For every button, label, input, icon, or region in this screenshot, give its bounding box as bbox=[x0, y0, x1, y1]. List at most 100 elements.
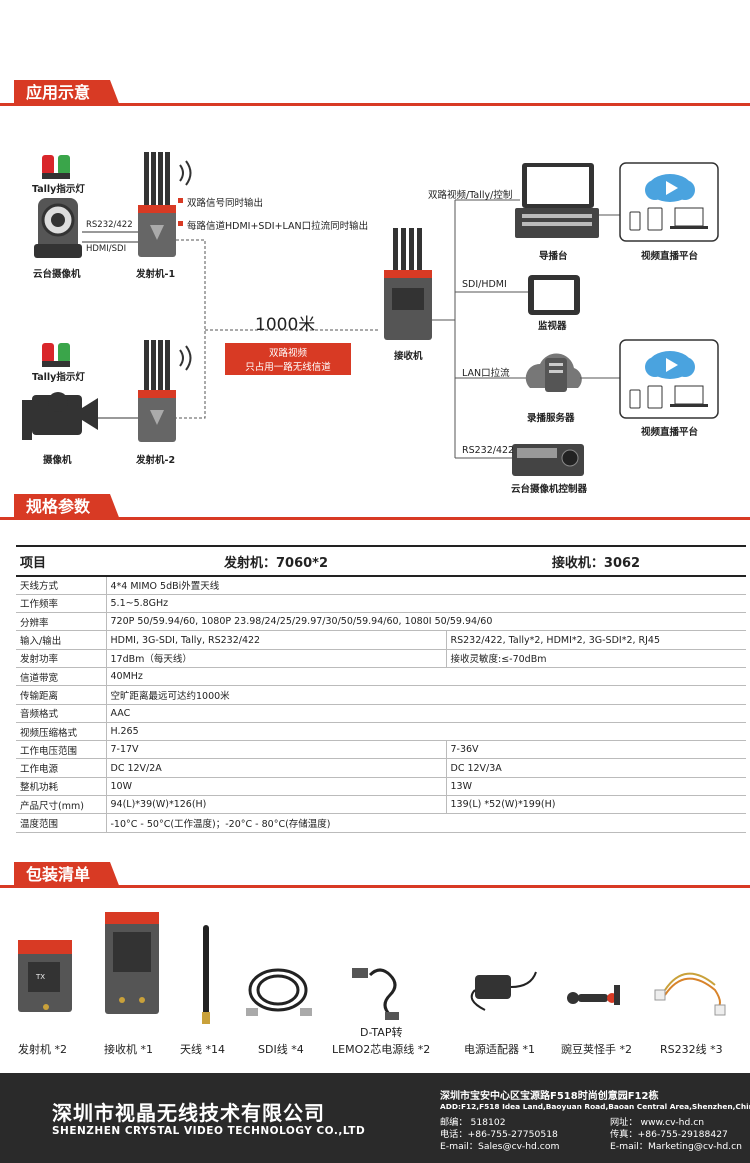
output-label-3: LAN口拉流 bbox=[462, 368, 510, 379]
monitor-label: 监视器 bbox=[538, 321, 567, 332]
spec-key: 分辨率 bbox=[16, 612, 107, 632]
spec-value-shared: 40MHz bbox=[106, 667, 746, 687]
rs232-cable-icon bbox=[654, 972, 726, 1016]
spec-key: 温度范围 bbox=[16, 813, 107, 833]
switcher-label: 导播台 bbox=[539, 251, 568, 262]
section-title: 规格参数 bbox=[14, 494, 121, 520]
spec-value-shared: H.265 bbox=[106, 722, 746, 742]
package-item-dtap-line1: D-TAP转 bbox=[360, 1026, 403, 1039]
spec-value-rx: DC 12V/3A bbox=[446, 758, 746, 778]
transmitter-product-icon bbox=[18, 940, 72, 1012]
monitor-icon bbox=[528, 275, 580, 315]
phone: 电话：+86-755-27750518 bbox=[440, 1129, 558, 1140]
fax: 传真：+86-755-29188427 bbox=[610, 1129, 728, 1140]
tally-light-icon bbox=[42, 343, 70, 367]
spec-value-rx: RS232/422, Tally*2, HDMI*2, 3G-SDI*2, RJ… bbox=[446, 630, 746, 650]
spec-key: 产品尺寸(mm) bbox=[16, 795, 107, 815]
ptz-camera-icon bbox=[34, 198, 82, 258]
hdmi-sdi-cable-label: HDMI/SDI bbox=[86, 244, 127, 254]
spec-header-item: 项目 bbox=[16, 545, 106, 577]
footer: 深圳市视晶无线技术有限公司 SHENZHEN CRYSTAL VIDEO TEC… bbox=[0, 1073, 750, 1163]
spec-value-tx: 17dBm（每天线） bbox=[106, 649, 447, 668]
magic-arm-icon bbox=[567, 985, 620, 1005]
spec-key: 天线方式 bbox=[16, 576, 107, 595]
transmitter-1-icon bbox=[138, 152, 192, 257]
ptz-controller-label: 云台摄像机控制器 bbox=[511, 484, 588, 495]
spec-value-shared: 5.1~5.8GHz bbox=[106, 594, 746, 614]
tx1-label: 发射机-1 bbox=[136, 269, 176, 280]
spec-value-shared: 空旷距离最远可达约1000米 bbox=[106, 685, 746, 705]
section-header-package: 包装清单 bbox=[0, 862, 750, 888]
spec-value-tx: 10W bbox=[106, 777, 447, 797]
package-item-transmitter: 发射机 *2 bbox=[18, 1043, 67, 1056]
spec-value-tx: DC 12V/2A bbox=[106, 758, 447, 778]
feature-bullet-1: 双路信号同时输出 bbox=[187, 198, 264, 209]
package-item-receiver: 接收机 *1 bbox=[104, 1043, 153, 1056]
section-title: 应用示意 bbox=[14, 80, 121, 106]
ptz-controller-icon bbox=[512, 444, 584, 476]
spec-value-rx: 7-36V bbox=[446, 740, 746, 760]
spec-value-rx: 接收灵敏度:≤-70dBm bbox=[446, 649, 746, 668]
spec-value-shared: 4*4 MIMO 5dBi外置天线 bbox=[106, 576, 746, 595]
live-platform-icon bbox=[619, 162, 719, 242]
spec-key: 工作频率 bbox=[16, 594, 107, 614]
rs232-cable-label: RS232/422 bbox=[86, 220, 133, 230]
spec-key: 工作电源 bbox=[16, 758, 107, 778]
banner-line-1: 双路视频 bbox=[268, 348, 307, 359]
power-adapter-icon bbox=[470, 971, 537, 1011]
transmitter-2-icon bbox=[138, 340, 192, 442]
receiver-icon bbox=[384, 228, 432, 340]
package-items-illustration bbox=[18, 912, 726, 1024]
spec-value-tx: 7-17V bbox=[106, 740, 447, 760]
distance-label: 1000米 bbox=[255, 315, 316, 335]
spec-value-shared: -10°C - 50°C(工作温度)；-20°C - 80°C(存储温度) bbox=[106, 813, 746, 833]
tx-mark: TX bbox=[36, 973, 46, 981]
address-en: ADD:F12,F518 Idea Land,Baoyuan Road,Baoa… bbox=[440, 1102, 750, 1111]
live-platform-label-1: 视频直播平台 bbox=[641, 251, 699, 262]
camera-label: 摄像机 bbox=[43, 455, 72, 466]
spec-key: 整机功耗 bbox=[16, 777, 107, 797]
ptz-camera-label: 云台摄像机 bbox=[33, 269, 81, 280]
email-sales-link[interactable]: E-mail：Sales@cv-hd.com bbox=[440, 1141, 560, 1152]
address-cn: 深圳市宝安中心区宝源路F518时尚创意园F12栋 bbox=[440, 1091, 659, 1102]
spec-header-rx: 接收机：3062 bbox=[446, 545, 746, 577]
package-item-dtap-line2: LEMO2芯电源线 *2 bbox=[332, 1043, 431, 1056]
company-name-cn: 深圳市视晶无线技术有限公司 bbox=[52, 1101, 325, 1125]
spec-row: 温度范围-10°C - 50°C(工作温度)；-20°C - 80°C(存储温度… bbox=[16, 813, 746, 833]
spec-row: 产品尺寸(mm)94(L)*39(W)*126(H)139(L) *52(W)*… bbox=[16, 795, 746, 815]
output-label-4: RS232/422 bbox=[462, 445, 515, 456]
spec-value-tx: 94(L)*39(W)*126(H) bbox=[106, 795, 447, 815]
spec-row: 传输距离空旷距离最远可达约1000米 bbox=[16, 685, 746, 705]
output-label-1: 双路视频/Tally/控制 bbox=[428, 190, 513, 201]
email-marketing-link[interactable]: E-mail：Marketing@cv-hd.cn bbox=[610, 1141, 742, 1152]
output-label-2: SDI/HDMI bbox=[462, 279, 507, 290]
spec-key: 工作电压范围 bbox=[16, 740, 107, 760]
company-name-en: SHENZHEN CRYSTAL VIDEO TECHNOLOGY CO.,LT… bbox=[52, 1125, 366, 1137]
tally-light-icon bbox=[42, 155, 70, 179]
package-item-rs232: RS232线 *3 bbox=[660, 1043, 723, 1056]
spec-key: 信道带宽 bbox=[16, 667, 107, 687]
live-platform-icon bbox=[619, 339, 719, 419]
tx2-label: 发射机-2 bbox=[136, 455, 176, 466]
tally-label-top: Tally指示灯 bbox=[32, 184, 85, 195]
spec-header-row: 项目 发射机：7060*2 接收机：3062 bbox=[16, 545, 746, 577]
switcher-icon bbox=[515, 163, 599, 238]
website-link[interactable]: 网址： www.cv-hd.cn bbox=[610, 1117, 705, 1128]
spec-key: 发射功率 bbox=[16, 649, 107, 668]
receiver-label: 接收机 bbox=[394, 351, 423, 362]
recorder-server-icon bbox=[525, 353, 582, 392]
receiver-product-icon bbox=[105, 912, 159, 1014]
package-item-adapter: 电源适配器 *1 bbox=[464, 1043, 535, 1056]
section-header-spec: 规格参数 bbox=[0, 494, 750, 520]
package-item-magic-arm: 豌豆荚怪手 *2 bbox=[561, 1043, 632, 1056]
spec-key: 视频压缩格式 bbox=[16, 722, 107, 742]
spec-value-tx: HDMI, 3G-SDI, Tally, RS232/422 bbox=[106, 630, 447, 650]
